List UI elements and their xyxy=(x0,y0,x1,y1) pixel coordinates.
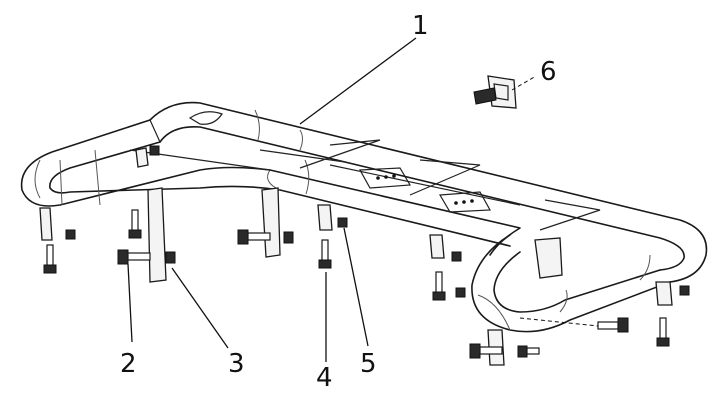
part-6-clip xyxy=(473,75,517,109)
cross-member-4 xyxy=(539,199,601,231)
rail-clip xyxy=(188,111,223,125)
bolt-horizontal xyxy=(237,229,294,245)
callout-4: 4 xyxy=(316,363,333,393)
bolt-horizontal xyxy=(469,343,540,359)
leader-6 xyxy=(511,75,537,91)
top-long-tube-inner xyxy=(159,125,685,271)
leader-3 xyxy=(171,267,229,349)
center-plate-left xyxy=(359,167,412,189)
bolt-vertical xyxy=(43,244,57,274)
leader-1 xyxy=(299,37,417,125)
nut xyxy=(451,251,462,262)
leader-2 xyxy=(127,263,133,343)
front-long-tube-inner xyxy=(279,189,511,247)
callout-labels: 1 2 3 4 5 6 xyxy=(120,11,557,393)
cross-member-2 xyxy=(299,139,381,169)
bolt-horizontal xyxy=(117,249,176,265)
fasteners xyxy=(43,145,690,359)
bracket-center-mid xyxy=(261,187,281,258)
leader-5 xyxy=(343,227,369,347)
left-rear-tube xyxy=(20,119,271,207)
bolt-vertical xyxy=(432,271,446,301)
nut xyxy=(679,285,690,296)
bracket-right-inner xyxy=(534,237,563,279)
bracket-left-inner xyxy=(135,147,149,168)
right-front-tube-inner xyxy=(493,251,661,313)
brackets xyxy=(39,147,673,366)
cross-member-3 xyxy=(409,159,481,196)
nut xyxy=(149,145,160,156)
front-long-tube xyxy=(269,169,521,256)
nut xyxy=(337,217,348,228)
nut xyxy=(65,229,76,240)
right-front-tube xyxy=(471,234,671,333)
callout-6: 6 xyxy=(540,57,557,87)
bolt-horizontal xyxy=(597,317,629,333)
top-long-tube xyxy=(149,101,708,283)
bolt-vertical xyxy=(656,317,670,347)
rack-frame xyxy=(20,101,708,333)
callout-1: 1 xyxy=(412,11,429,41)
bolt-vertical xyxy=(318,239,332,269)
leader-lines xyxy=(127,37,537,362)
bracket-front-2 xyxy=(429,234,445,259)
bolt-vertical xyxy=(128,209,142,239)
callout-5: 5 xyxy=(360,349,377,379)
callout-2: 2 xyxy=(120,349,137,379)
bracket-left-rear xyxy=(39,207,53,241)
bracket-right-rear xyxy=(655,281,673,306)
left-rear-tube-inner xyxy=(49,141,281,194)
nut xyxy=(455,287,466,298)
center-plate-right xyxy=(438,191,491,213)
callout-3: 3 xyxy=(228,349,245,379)
bracket-front-1 xyxy=(317,204,333,231)
bracket-center-long xyxy=(147,187,167,283)
